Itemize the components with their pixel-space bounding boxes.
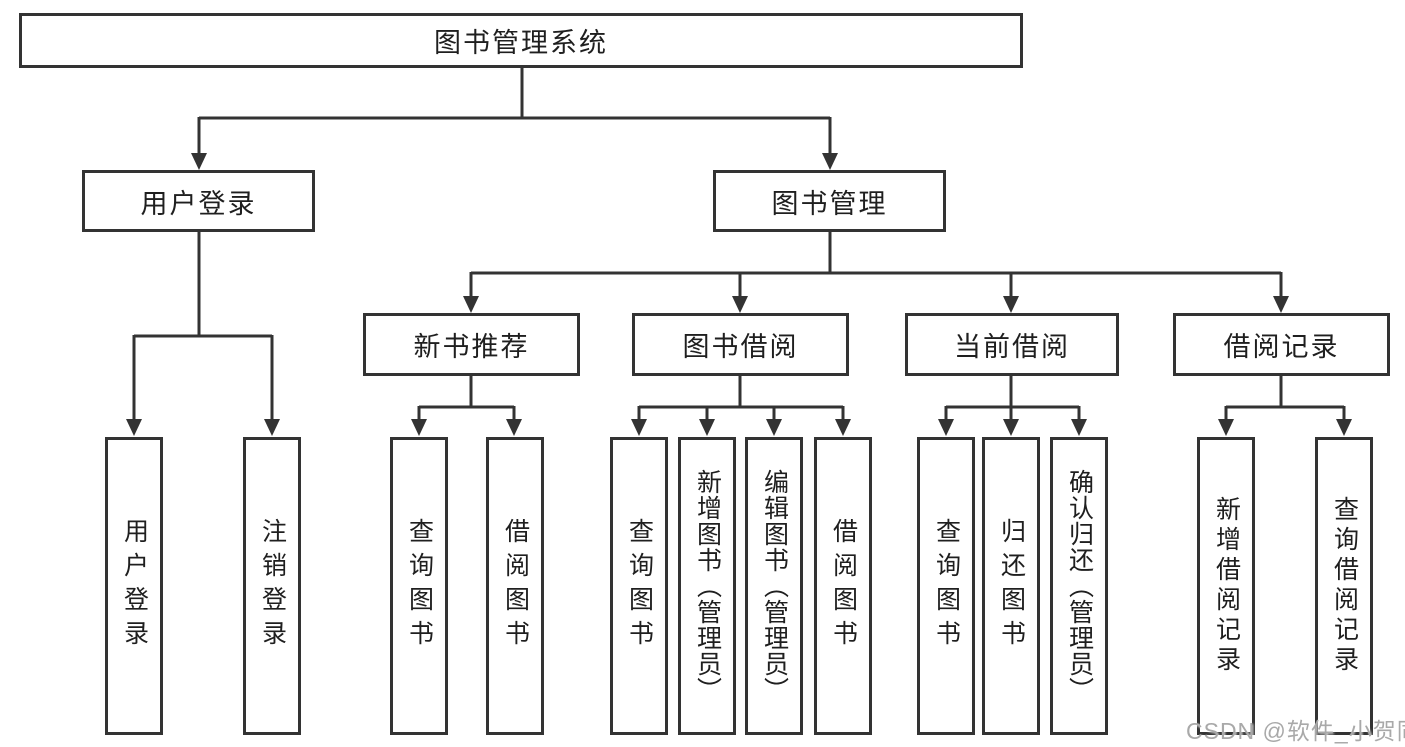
node-new-book-recommendation-label: 新书推荐 [413,332,530,362]
node-leaf-user-login-label: 用户登录 [120,518,149,654]
node-current-borrowing: 当前借阅 [905,313,1119,376]
node-leaf-logout: 注销登录 [243,437,301,735]
node-leaf-query-books-1-label: 查询图书 [405,518,434,654]
node-leaf-add-borrow-record: 新增借阅记录 [1197,437,1255,735]
node-leaf-return-books: 归还图书 [982,437,1040,735]
node-new-book-recommendation: 新书推荐 [363,313,580,376]
csdn-watermark: CSDN @软件_小贺同学 [1186,718,1405,744]
node-leaf-query-books-3: 查询图书 [917,437,975,735]
node-leaf-logout-label: 注销登录 [258,518,287,654]
node-leaf-edit-books-admin-label: 编辑图书（管理员） [760,469,789,703]
node-leaf-query-books-1: 查询图书 [390,437,448,735]
node-current-borrowing-label: 当前借阅 [954,332,1070,362]
node-leaf-borrow-books-1: 借阅图书 [486,437,544,735]
node-leaf-return-books-label: 归还图书 [997,518,1026,654]
node-leaf-query-borrow-record-label: 查询借阅记录 [1330,496,1359,676]
node-book-borrowing-label: 图书借阅 [682,332,799,362]
node-user-login-label: 用户登录 [140,188,257,219]
node-leaf-borrow-books-1-label: 借阅图书 [501,518,530,654]
node-book-borrowing: 图书借阅 [632,313,849,376]
node-leaf-user-login: 用户登录 [105,437,163,735]
edges-new-book-rec [411,376,522,436]
edges-root [191,68,838,170]
node-leaf-query-borrow-record: 查询借阅记录 [1315,437,1373,735]
node-leaf-query-books-2: 查询图书 [610,437,668,735]
node-leaf-confirm-return-admin-label: 确认归还（管理员） [1065,469,1094,703]
edges-borrow-records [1218,376,1352,436]
node-leaf-confirm-return-admin: 确认归还（管理员） [1050,437,1108,735]
edges-book-mgmt [463,232,1289,313]
node-root: 图书管理系统 [19,13,1023,68]
node-book-management: 图书管理 [713,170,946,232]
node-root-label: 图书管理系统 [434,28,608,58]
node-user-login: 用户登录 [82,170,315,232]
node-leaf-add-books-admin-label: 新增图书（管理员） [693,469,722,703]
node-leaf-add-borrow-record-label: 新增借阅记录 [1212,496,1241,676]
node-leaf-query-books-2-label: 查询图书 [625,518,654,654]
node-borrowing-records: 借阅记录 [1173,313,1390,376]
edges-book-borrow [631,376,851,436]
node-leaf-edit-books-admin: 编辑图书（管理员） [745,437,803,735]
edges-user-login [126,232,280,436]
node-leaf-borrow-books-2-label: 借阅图书 [829,518,858,654]
node-book-management-label: 图书管理 [771,188,888,219]
edges-current-borrow [938,376,1087,436]
node-leaf-query-books-3-label: 查询图书 [932,518,961,654]
node-leaf-add-books-admin: 新增图书（管理员） [678,437,736,735]
node-leaf-borrow-books-2: 借阅图书 [814,437,872,735]
node-borrowing-records-label: 借阅记录 [1223,332,1340,362]
